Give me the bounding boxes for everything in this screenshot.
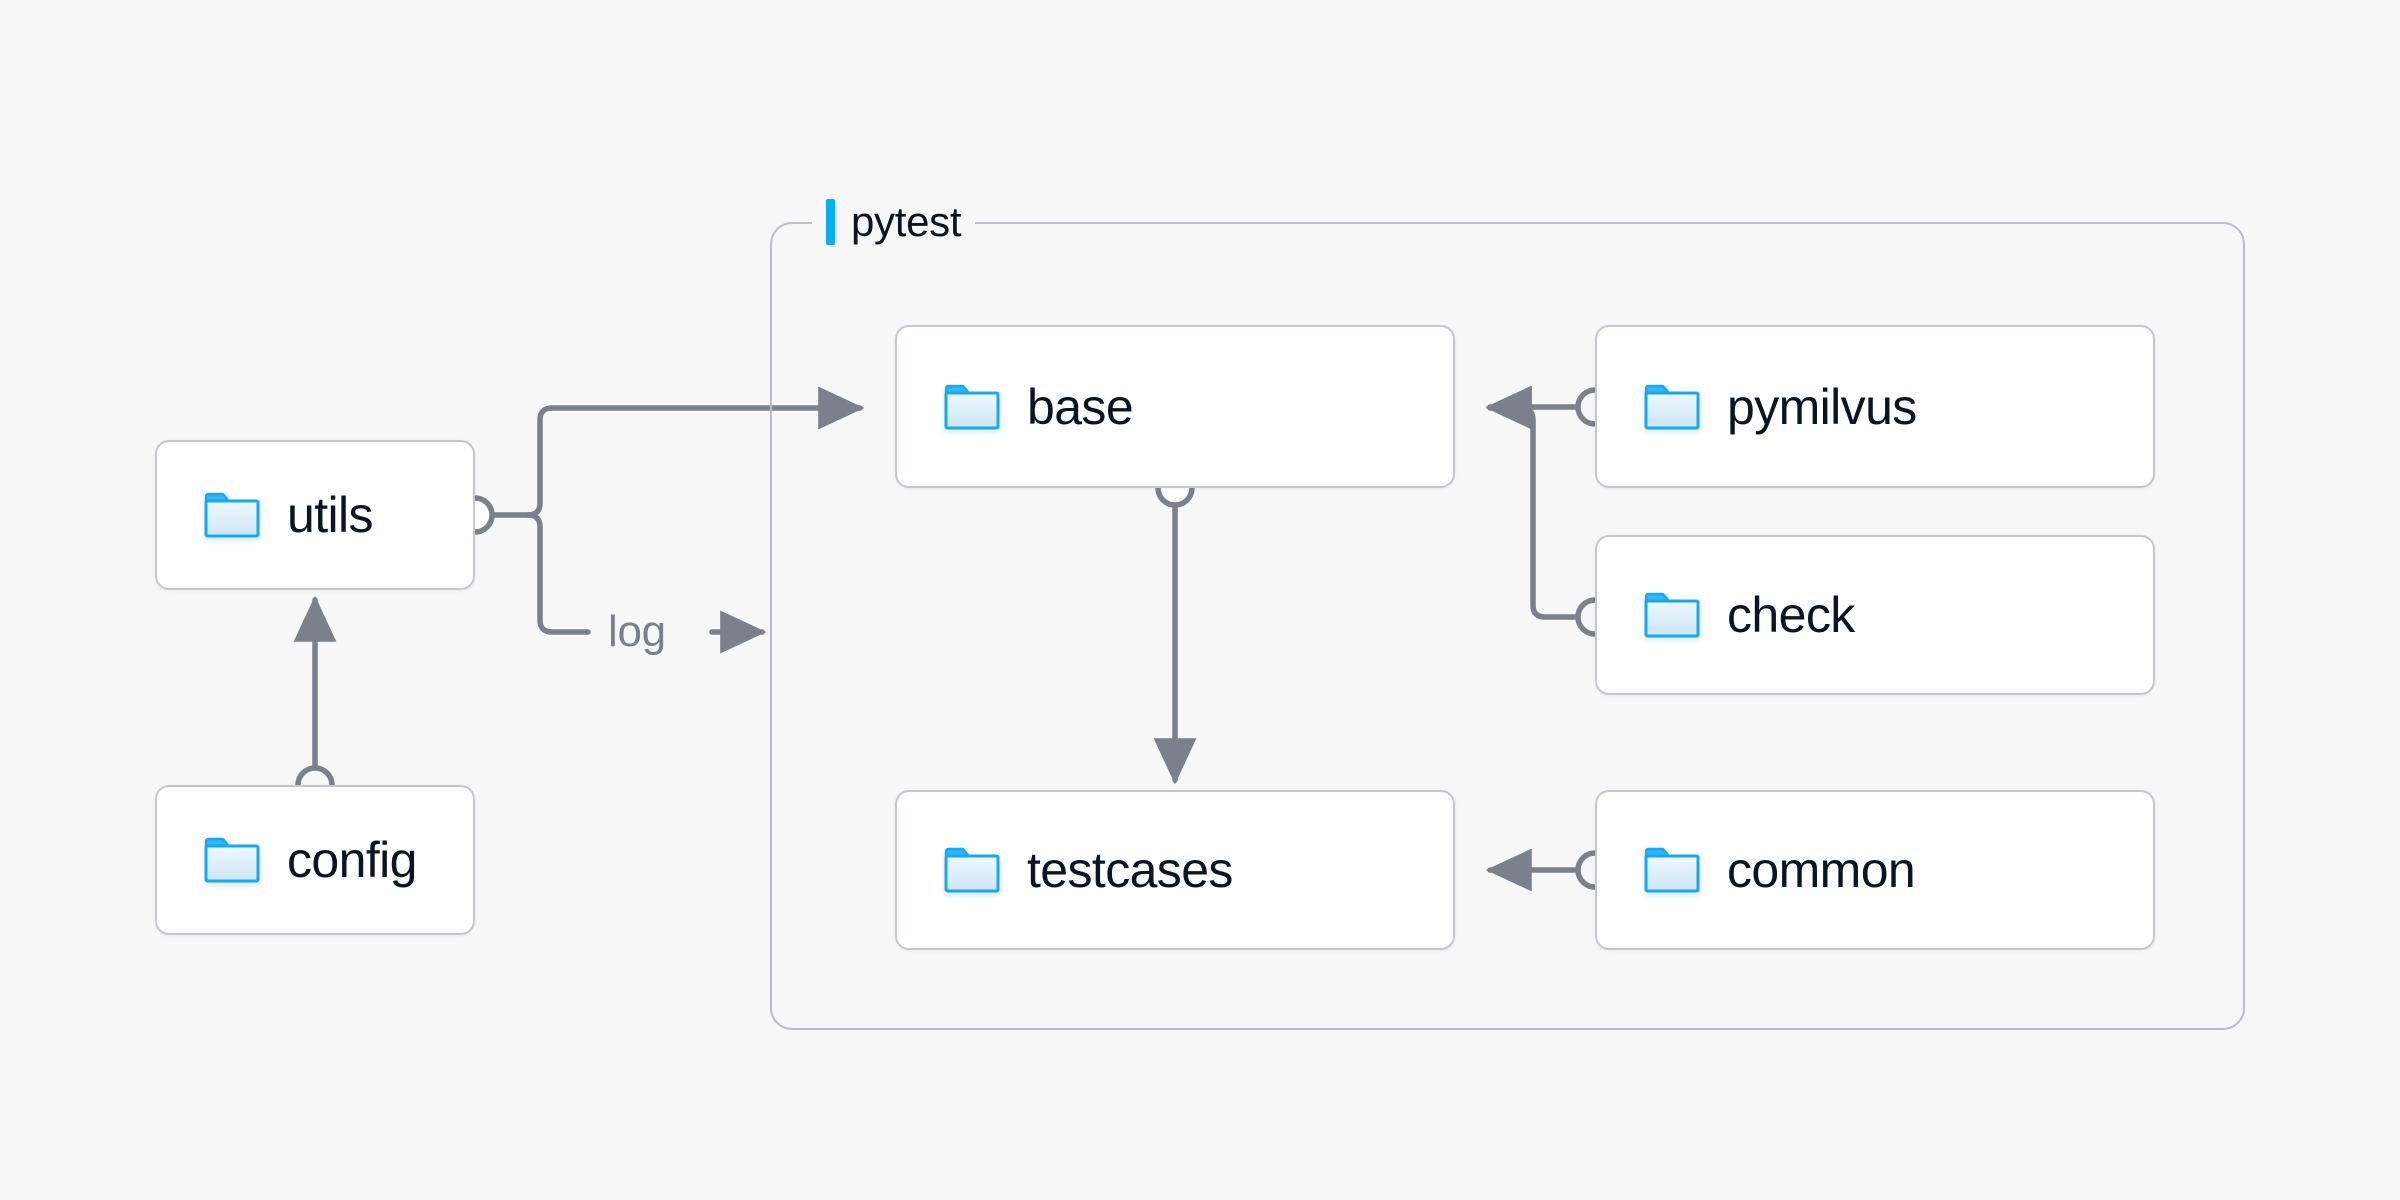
group-title-text: pytest [851,198,962,245]
group-accent-bar [826,199,835,245]
folder-icon [944,847,1000,893]
node-check[interactable]: check [1595,535,2155,695]
node-pymilvus[interactable]: pymilvus [1595,325,2155,488]
folder-icon [944,384,1000,429]
edge-config-to-utils [293,595,337,805]
folder-icon [1644,592,1700,638]
node-common-label: common [1727,842,1916,898]
edge-utils-to-log [455,495,591,635]
edge-label-log: log [608,607,666,656]
node-testcases[interactable]: testcases [895,790,1455,950]
group-pytest[interactable] [770,222,2245,1030]
node-base[interactable]: base [895,325,1455,488]
node-check-label: check [1727,587,1855,643]
folder-icon [1644,847,1700,893]
folder-icon [1644,384,1700,429]
node-common[interactable]: common [1595,790,2155,950]
folder-icon [204,492,260,538]
node-config-label: config [287,832,417,888]
node-utils[interactable]: utils [155,440,475,590]
node-utils-label: utils [287,487,374,543]
node-pymilvus-label: pymilvus [1727,378,1917,435]
folder-icon [204,837,260,883]
node-config[interactable]: config [155,785,475,935]
group-pytest-label: pytest [812,198,976,246]
node-testcases-label: testcases [1027,842,1233,898]
node-base-label: base [1027,378,1134,435]
